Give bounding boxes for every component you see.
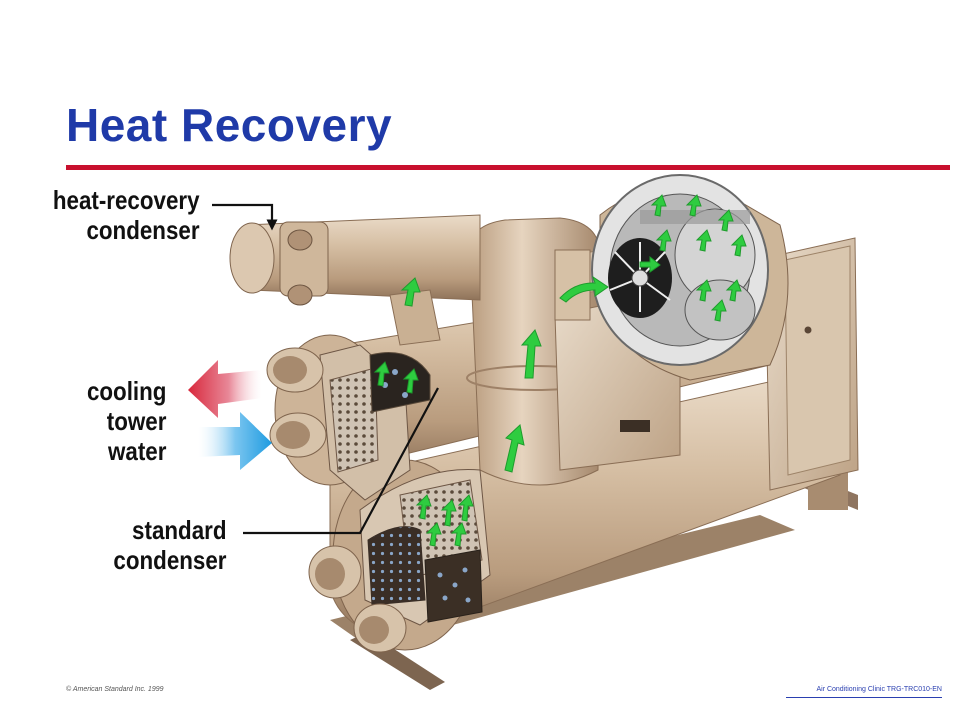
footer-underline [786,697,942,698]
label-standard-condenser: standard condenser [113,515,226,575]
label-line: condenser [86,215,200,245]
label-line: standard [131,515,226,545]
label-heat-recovery-condenser: heat-recovery condenser [53,185,200,245]
label-line: tower [106,406,166,436]
course-footer: Air Conditioning Clinic TRG-TRC010-EN [816,686,942,693]
heat-recovery-condenser-shell [229,214,481,346]
label-cooling-tower-water: cooling tower water [87,376,166,466]
starter-cabinet [764,237,859,491]
slide-title: Heat Recovery [66,99,393,151]
compressor-housing [554,174,789,381]
label-line: cooling [86,376,166,406]
cold-water-arrow [198,412,272,470]
label-line: condenser [112,545,226,575]
label-line: water [107,436,166,466]
callout-leaders [212,203,439,535]
label-line: heat-recovery [53,185,200,215]
water-nozzles-upper [266,347,327,458]
water-nozzles-lower [308,545,407,653]
hot-water-arrow [188,360,262,418]
refrigerant-flow-arrows [373,194,747,547]
title-divider [66,165,950,170]
copyright-footer: © American Standard Inc. 1999 [66,686,164,693]
